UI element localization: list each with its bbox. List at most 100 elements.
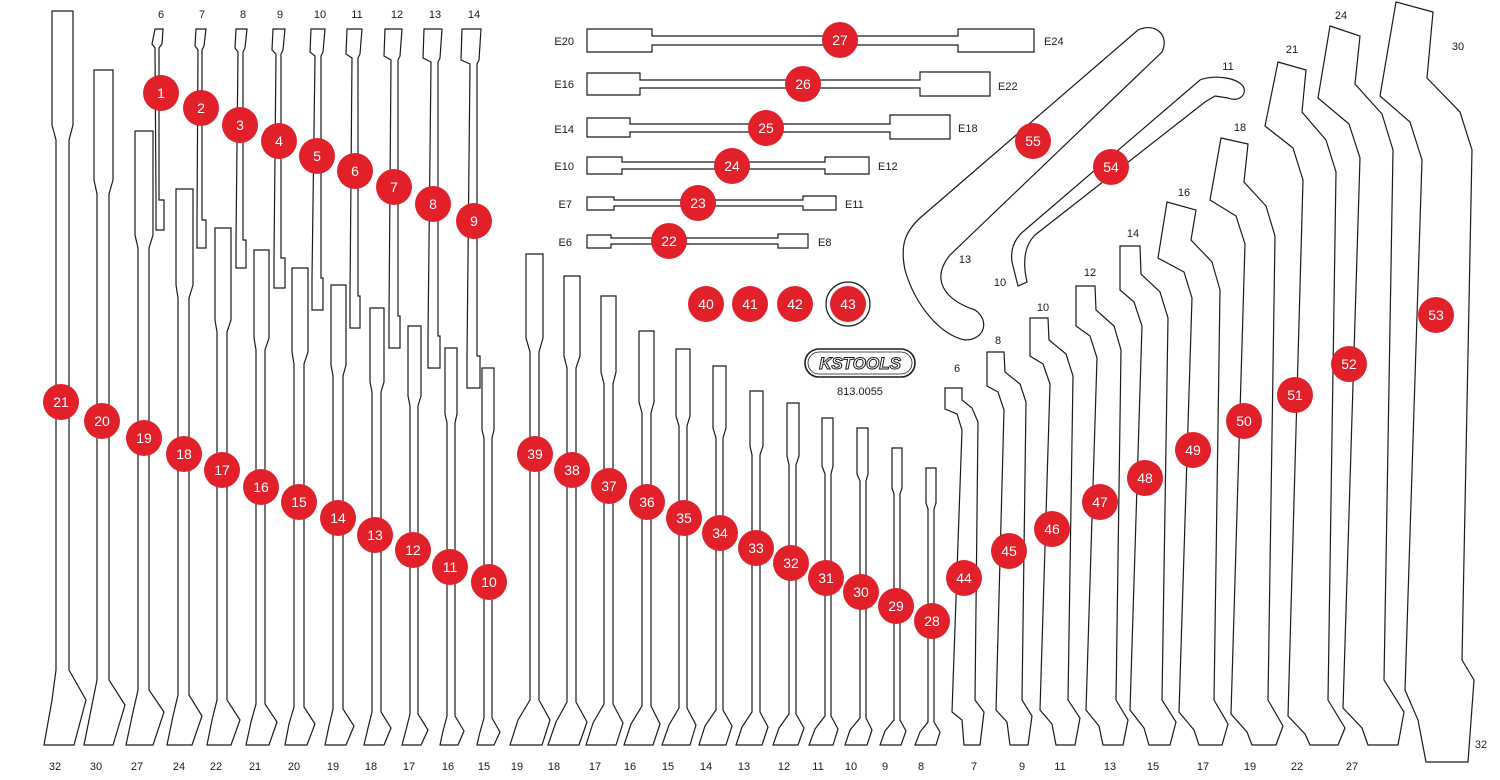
position-marker-43: [830, 286, 866, 322]
wrench-size-label: 19: [511, 761, 523, 773]
wrench-size-label: 9: [277, 9, 283, 21]
wrench-outline-1: 6 1: [143, 9, 179, 231]
wrench-outline-32: 12 32: [772, 402, 809, 773]
torx-wrench-26: E16 E22 26: [554, 66, 1018, 102]
offset-size-top: 16: [1178, 187, 1190, 199]
position-marker: [843, 574, 879, 610]
upper-wrench-group: 6 1 7 2 8 3 9 4 10 5: [143, 9, 492, 389]
wrench-outline-31: 11 31: [808, 417, 844, 773]
position-number: 39: [527, 446, 543, 462]
position-marker: [1277, 377, 1313, 413]
position-number: 30: [853, 584, 869, 600]
torx-size-left: E14: [554, 124, 574, 136]
position-marker: [914, 603, 950, 639]
wrench-size-label: 19: [327, 761, 339, 773]
position-number: 19: [136, 430, 152, 446]
position-marker: [738, 530, 774, 566]
position-number: 53: [1428, 307, 1444, 323]
wrench-outline-33: 13 33: [735, 390, 774, 773]
brand-logo: KSTOOLS 813.0055: [804, 348, 916, 398]
offset-size-bottom: 32: [1475, 739, 1487, 751]
middle-wrench-group: 19 39 18 38 17 37 16 36 15 35: [509, 253, 950, 773]
wrench-size-label: 12: [391, 9, 403, 21]
position-number: 52: [1341, 356, 1357, 372]
wrench-outline-28: 8 28: [914, 467, 950, 773]
position-marker: [84, 403, 120, 439]
position-number: 9: [470, 213, 478, 229]
offset-size-top: 10: [1037, 302, 1049, 314]
position-number: 5: [313, 148, 321, 164]
wrench-size-label: 18: [365, 761, 377, 773]
position-number: 14: [330, 510, 346, 526]
wrench-size-label: 24: [173, 761, 185, 773]
position-number: 22: [661, 233, 677, 249]
wrench-outline-17: 22 17: [204, 227, 241, 773]
position-number: 35: [676, 510, 692, 526]
torx-wrench-group: E20 E24 27 E16 E22 26 E14 E18 25 E10 E12…: [554, 22, 1064, 259]
wrench-size-label: 13: [429, 9, 441, 21]
position-marker: [822, 22, 858, 58]
position-marker: [1226, 403, 1262, 439]
wrench-size-label: 16: [624, 761, 636, 773]
position-marker: [1127, 460, 1163, 496]
position-number: 44: [956, 570, 972, 586]
position-marker: [1175, 432, 1211, 468]
position-marker: [143, 75, 179, 111]
position-number: 37: [601, 478, 617, 494]
wrench-size-label: 27: [131, 761, 143, 773]
position-number: 8: [429, 196, 437, 212]
position-number: 15: [291, 494, 307, 510]
position-marker: [808, 560, 844, 596]
position-marker-40: [688, 286, 724, 322]
wrench-outline-8: 13 8: [415, 9, 451, 369]
torx-size-left: E16: [554, 79, 574, 91]
position-number: 43: [840, 296, 856, 312]
offset-wrench-48: 14 15 48: [1119, 228, 1177, 773]
offset-size-top: 12: [1084, 267, 1096, 279]
position-marker: [991, 533, 1027, 569]
torx-wrench-24: E10 E12 24: [554, 148, 898, 184]
offset-wrench-45: 8 9 45: [986, 335, 1033, 773]
offset-wrench-52: 24 27 52: [1317, 10, 1405, 773]
position-number: 26: [795, 76, 811, 92]
wrench-outline-36: 16 36: [623, 330, 665, 773]
wrench-size-label: 20: [288, 761, 300, 773]
torx-size-right: E18: [958, 123, 978, 135]
position-marker: [1331, 346, 1367, 382]
position-number: 10: [481, 574, 497, 590]
position-number: 3: [236, 117, 244, 133]
position-marker: [357, 517, 393, 553]
wrench-size-label: 16: [442, 761, 454, 773]
wrench-size-label: 17: [403, 761, 415, 773]
torx-size-right: E12: [878, 161, 898, 173]
offset-size-bottom: 27: [1346, 761, 1358, 773]
wrench-outline-34: 14 34: [698, 365, 738, 773]
position-number: 17: [214, 462, 230, 478]
position-marker: [204, 452, 240, 488]
position-number: 28: [924, 613, 940, 629]
position-number: 34: [712, 525, 728, 541]
torx-size-left: E7: [559, 199, 572, 211]
position-marker: [281, 484, 317, 520]
position-marker: [1015, 123, 1051, 159]
offset-size-top: 24: [1335, 10, 1347, 22]
article-number: 813.0055: [837, 386, 883, 398]
position-marker: [714, 148, 750, 184]
offset-size-top: 21: [1286, 44, 1298, 56]
position-marker: [166, 436, 202, 472]
position-marker: [1034, 511, 1070, 547]
hook-wrench-group: 13 55 11 10 54: [902, 27, 1245, 341]
position-number: 41: [742, 296, 758, 312]
position-number: 49: [1185, 442, 1201, 458]
wrench-outline-7: 12 7: [376, 9, 412, 349]
position-marker: [320, 500, 356, 536]
torx-size-right: E22: [998, 81, 1018, 93]
wrench-size-label: 13: [738, 761, 750, 773]
torx-size-right: E8: [818, 237, 831, 249]
wrench-size-label: 22: [210, 761, 222, 773]
position-marker: [261, 123, 297, 159]
torx-size-left: E20: [554, 36, 574, 48]
position-marker: [773, 545, 809, 581]
wrench-outline-5: 10 5: [299, 9, 335, 311]
wrench-outline-6: 11 6: [337, 9, 373, 329]
